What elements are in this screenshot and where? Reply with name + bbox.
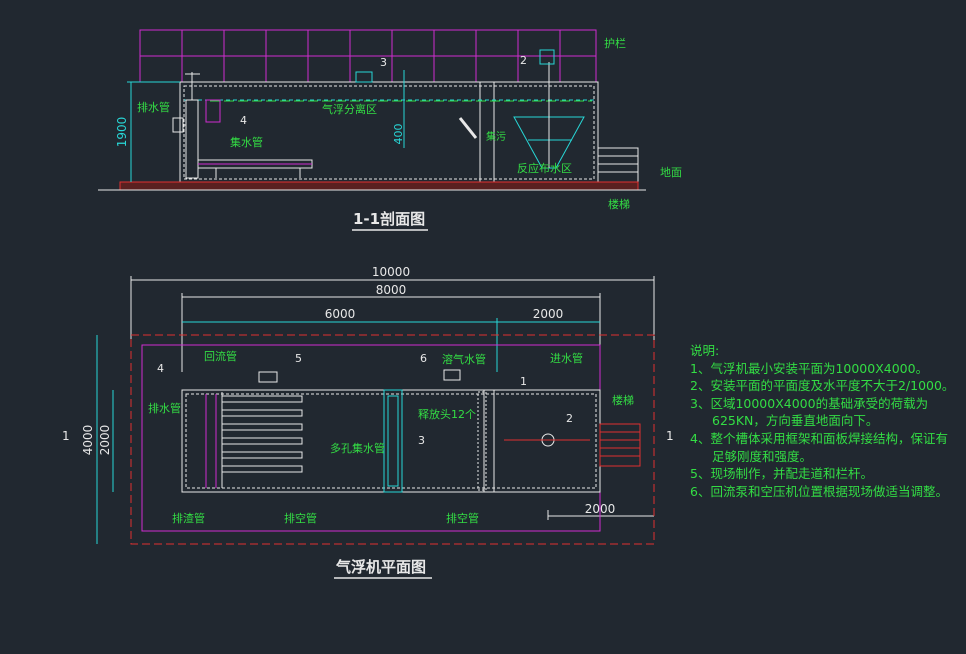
foundation	[119, 181, 639, 191]
label-drain-pipe-plan: 排水管	[148, 401, 181, 415]
section-view: 1900 400 护栏 排水管 气浮分离区 集水管 反应布水区 地面 楼梯 集污…	[98, 29, 682, 231]
section-mark-left: 1	[62, 429, 70, 443]
tank-plan	[181, 389, 601, 493]
plan-view: 10000 8000 6000 2000 2000 4000 2000	[62, 265, 674, 579]
notes-heading: 说明:	[690, 343, 720, 358]
note-item: 4、整个槽体采用框架和面板焊接结构，保证有足够刚度和强度。	[690, 430, 948, 464]
label-railing: 护栏	[604, 36, 626, 50]
note-item: 6、回流泵和空压机位置根据现场做适当调整。	[690, 483, 948, 499]
section-mark-right: 1	[666, 429, 674, 443]
railing-grid	[139, 29, 597, 83]
callout-2: 2	[520, 54, 527, 67]
label-inlet-pipe: 进水管	[550, 351, 583, 365]
section-title: 1-1剖面图	[353, 210, 425, 228]
note-item: 1、气浮机最小安装平面为10000X4000。	[690, 360, 929, 376]
label-collect-pipe: 集水管	[230, 135, 263, 149]
dim-width-outer: 4000	[81, 425, 95, 456]
label-flotation-zone: 气浮分离区	[322, 102, 377, 116]
callout-plan-6: 6	[420, 352, 427, 365]
dim-zone-b: 2000	[533, 307, 564, 321]
label-return-pipe: 回流管	[204, 349, 237, 363]
note-item: 2、安装平面的平面度及水平度不大于2/1000。	[690, 378, 955, 394]
dim-overall: 10000	[372, 265, 410, 279]
label-empty-pipe-b: 排空管	[446, 511, 479, 525]
stairs-section	[597, 147, 639, 183]
label-dissolved-water-pipe: 溶气水管	[442, 352, 486, 366]
inclined-plate	[458, 117, 478, 139]
dim-height-text: 1900	[115, 117, 129, 148]
label-overflow-pipe: 排渣管	[172, 511, 205, 525]
slag-scraper	[355, 71, 373, 83]
scraper-inner	[387, 395, 399, 487]
label-vertical: 集污	[486, 130, 506, 143]
box-6	[443, 369, 461, 381]
plan-dimensions	[96, 276, 655, 544]
label-reaction-zone: 反应布水区	[517, 161, 572, 175]
label-perforated-pipe: 多孔集水管	[330, 441, 385, 455]
note-item: 5、现场制作，并配走道和栏杆。	[690, 466, 873, 482]
callout-plan-2: 2	[566, 412, 573, 425]
label-stairs-plan: 楼梯	[612, 393, 634, 407]
reaction-hopper	[513, 49, 585, 169]
drain-pipe-assembly	[172, 72, 313, 179]
note-item: 3、区域10000X4000的基础承受的荷载为625KN，方向垂直地面向下。	[690, 395, 929, 429]
callout-plan-3: 3	[418, 434, 425, 447]
stairs-plan	[599, 423, 641, 467]
label-stairs: 楼梯	[608, 197, 630, 211]
callout-4: 4	[240, 114, 247, 127]
dim-height	[127, 81, 180, 182]
label-drain-pipe: 排水管	[137, 100, 170, 114]
label-empty-pipe-a: 排空管	[284, 511, 317, 525]
notes-panel: 说明: 1、气浮机最小安装平面为10000X4000。 2、安装平面的平面度及水…	[690, 342, 960, 500]
callout-plan-1: 1	[520, 375, 527, 388]
walkway-outline	[141, 344, 601, 532]
callout-plan-4: 4	[157, 362, 164, 375]
dim-width-inner: 2000	[98, 425, 112, 456]
dim-depth-text: 400	[392, 124, 405, 145]
plan-title: 气浮机平面图	[335, 558, 426, 576]
scraper-unit	[383, 389, 403, 493]
label-ground: 地面	[660, 166, 682, 179]
dim-zone-a: 6000	[325, 307, 356, 321]
perforated-pipes	[205, 392, 303, 488]
label-release-heads: 释放头12个	[418, 407, 476, 421]
release-heads	[477, 391, 487, 491]
callout-plan-5: 5	[295, 352, 302, 365]
install-boundary	[130, 334, 655, 545]
box-5	[258, 371, 278, 383]
callout-3: 3	[380, 56, 387, 69]
dim-tank: 8000	[376, 283, 407, 297]
